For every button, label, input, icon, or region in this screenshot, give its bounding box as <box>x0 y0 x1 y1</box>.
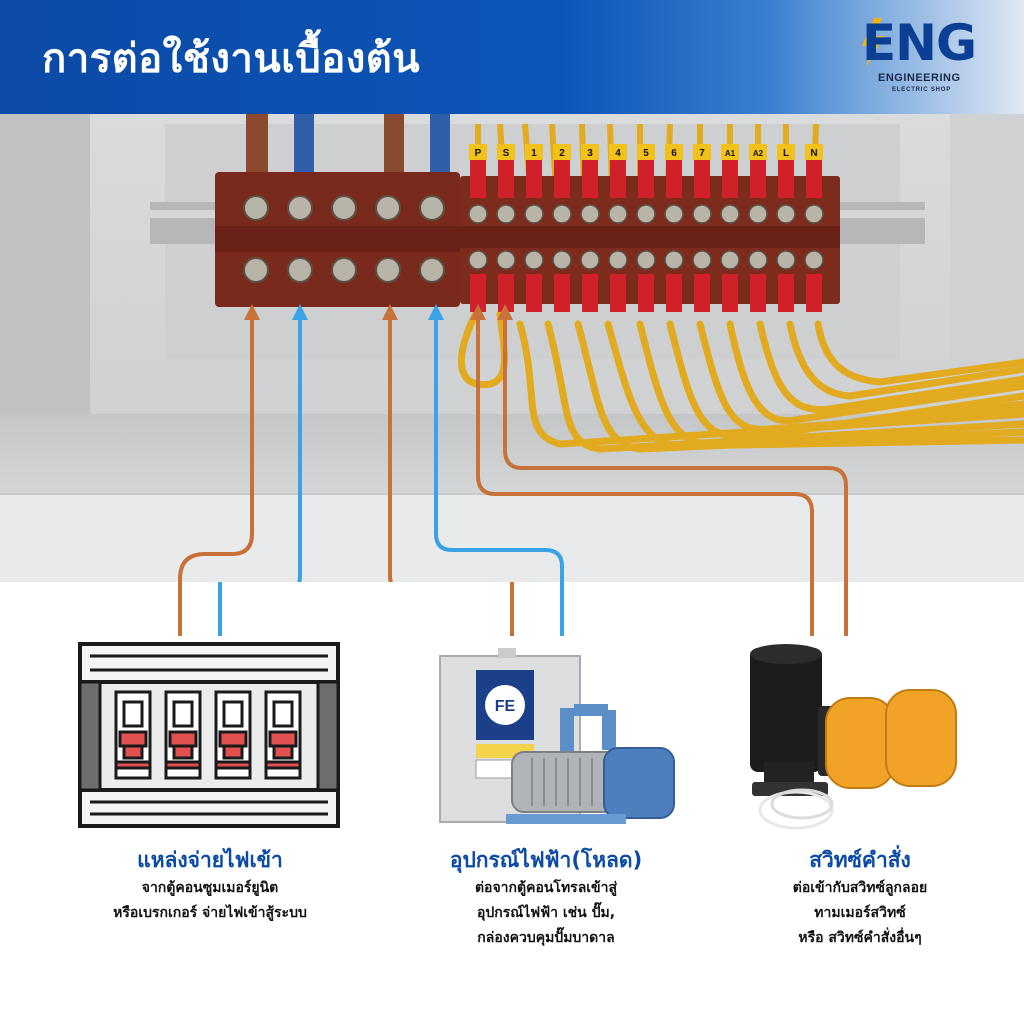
float-switch-icon <box>750 644 957 830</box>
command-switch-line1: ต่อเข้ากับสวิทซ์ลูกลอย <box>792 880 928 896</box>
load-device-title: อุปกรณ์ไฟฟ้า(โหลด) <box>449 848 643 872</box>
pump-control-box-icon: FE <box>439 648 675 824</box>
load-device-line2: อุปกรณ์ไฟฟ้า เช่น ปั๊ม, <box>476 905 616 921</box>
terminal-marker-label: 1 <box>531 148 537 159</box>
command-switch-title: สวิทซ์คำสั่ง <box>809 848 911 872</box>
load-device-description: ต่อจากตู้คอนโทรลเข้าสู่ อุปกรณ์ไฟฟ้า เช่… <box>396 876 696 951</box>
terminal-marker-label: L <box>783 148 789 159</box>
command-switch-line2: ทามเมอร์สวิทซ์ <box>814 905 906 921</box>
power-source-line1: จากตู้คอนซูมเมอร์ยูนิต <box>141 880 279 896</box>
terminal-marker-label: 6 <box>671 148 677 159</box>
terminal-marker-label: 5 <box>643 148 649 159</box>
brand-logo: ENG ENGINEERING ELECTRIC SHOP <box>862 14 992 100</box>
terminal-block-photo: P S 1 2 3 4 5 6 7 A1 A2 L N <box>0 114 1024 582</box>
logo-mark: ENG <box>862 14 977 72</box>
terminal-marker-label: N <box>810 148 817 159</box>
terminal-marker-label: A1 <box>725 149 736 158</box>
terminal-marker-label: P <box>475 148 482 159</box>
terminal-marker-label: 3 <box>587 148 593 159</box>
terminal-marker-label: A2 <box>753 149 764 158</box>
terminal-marker-label: 4 <box>615 148 621 159</box>
power-source-line2: หรือเบรกเกอร์ จ่ายไฟเข้าสู้ระบบ <box>113 905 307 921</box>
load-device-line1: ต่อจากตู้คอนโทรลเข้าสู่ <box>474 880 618 896</box>
power-source-description: จากตู้คอนซูมเมอร์ยูนิต หรือเบรกเกอร์ จ่า… <box>60 876 360 926</box>
breaker-panel-icon <box>78 642 340 828</box>
command-switch-line3: หรือ สวิทซ์คำสั่งอื่นๆ <box>798 930 922 946</box>
terminal-marker-label: 7 <box>699 148 705 159</box>
command-switch-description: ต่อเข้ากับสวิทซ์ลูกลอย ทามเมอร์สวิทซ์ หร… <box>730 876 990 951</box>
logo-line2: ELECTRIC SHOP <box>892 87 952 93</box>
logo-line1: ENGINEERING <box>878 72 961 84</box>
terminal-marker-label: 2 <box>559 148 565 159</box>
power-source-title: แหล่งจ่ายไฟเข้า <box>137 848 283 872</box>
connector-lines <box>178 582 848 636</box>
terminal-marker-label: S <box>503 148 510 159</box>
header-banner: การต่อใช้งานเบื้องต้น ENG ENGINEERING EL… <box>0 0 1024 114</box>
svg-text:FE: FE <box>495 698 516 715</box>
load-device-line3: กล่องควบคุมปั๊มบาดาล <box>477 930 615 946</box>
page-title: การต่อใช้งานเบื้องต้น <box>42 36 421 82</box>
lightning-bolt-icon <box>862 18 884 68</box>
